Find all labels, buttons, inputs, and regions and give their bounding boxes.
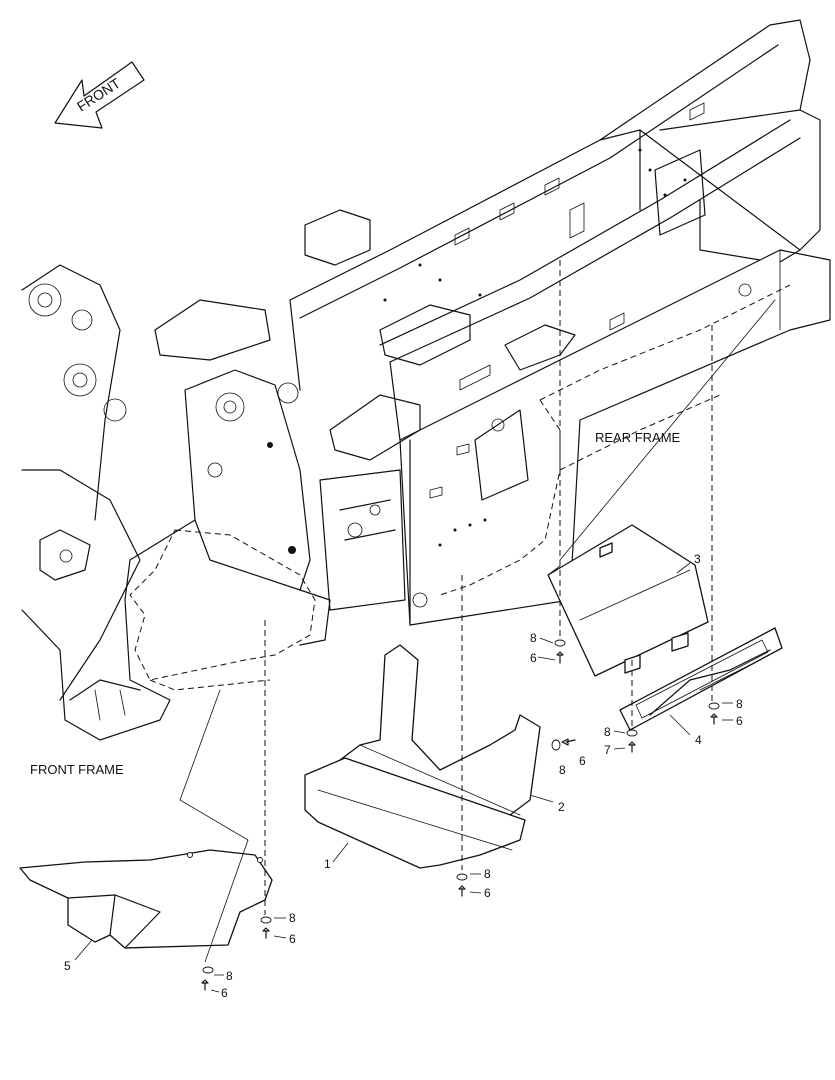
washer-8 <box>551 739 561 751</box>
guard-panel-4 <box>619 627 783 731</box>
bolt-6 <box>458 885 466 897</box>
fastener-set-panel1 <box>456 873 468 897</box>
callout-6-panel5-right: 6 <box>289 932 296 946</box>
callout-5: 5 <box>64 959 71 973</box>
callout-3: 3 <box>694 552 701 566</box>
callout-8-panel4-right: 8 <box>736 697 743 711</box>
callout-2: 2 <box>558 800 565 814</box>
callout-6-panel3: 6 <box>530 651 537 665</box>
guard-panel-3 <box>547 524 709 677</box>
fastener-set-panel4-right <box>708 702 720 725</box>
callout-4: 4 <box>695 733 702 747</box>
washer-8 <box>260 916 272 924</box>
fastener-set-panel2 <box>551 738 576 751</box>
washer-8 <box>708 702 720 710</box>
washer-8 <box>456 873 468 881</box>
guard-panel-1 <box>304 757 526 869</box>
washer-8 <box>202 966 214 974</box>
hidden-fastener-lines <box>179 260 713 963</box>
bolt-6 <box>262 927 270 939</box>
callout-6-panel4-right: 6 <box>736 714 743 728</box>
bolt-6 <box>201 979 209 991</box>
bolt-6 <box>556 651 564 664</box>
callout-8-panel5-left: 8 <box>226 969 233 983</box>
callout-8-panel1: 8 <box>484 867 491 881</box>
callout-6-panel1: 6 <box>484 886 491 900</box>
rear-frame-drawing <box>154 19 831 626</box>
callout-7-panel4-left: 7 <box>604 743 611 757</box>
guard-panel-5 <box>19 849 273 949</box>
callout-8-panel4-left: 8 <box>604 725 611 739</box>
callout-6-panel2: 6 <box>579 754 586 768</box>
bolt-7 <box>628 741 636 753</box>
fastener-set-panel3 <box>554 639 566 664</box>
callout-leaders <box>74 562 733 993</box>
bolt-6 <box>710 713 718 725</box>
callout-1: 1 <box>324 857 331 871</box>
fastener-set-panel5-left <box>201 966 214 991</box>
rear-frame-label: REAR FRAME <box>595 430 681 445</box>
washer-8 <box>626 729 638 737</box>
callout-6-panel5-left: 6 <box>221 986 228 1000</box>
front-frame-label: FRONT FRAME <box>30 762 124 777</box>
callout-8-panel3: 8 <box>530 631 537 645</box>
front-arrow-icon <box>54 61 145 129</box>
bolt-6 <box>561 738 576 746</box>
front-frame-drawing <box>21 264 331 741</box>
fastener-set-panel4-left <box>626 729 638 753</box>
callout-8-panel2: 8 <box>559 763 566 777</box>
washer-8 <box>554 639 566 647</box>
callout-8-panel5-right: 8 <box>289 911 296 925</box>
fastener-set-panel5-right <box>260 916 272 939</box>
